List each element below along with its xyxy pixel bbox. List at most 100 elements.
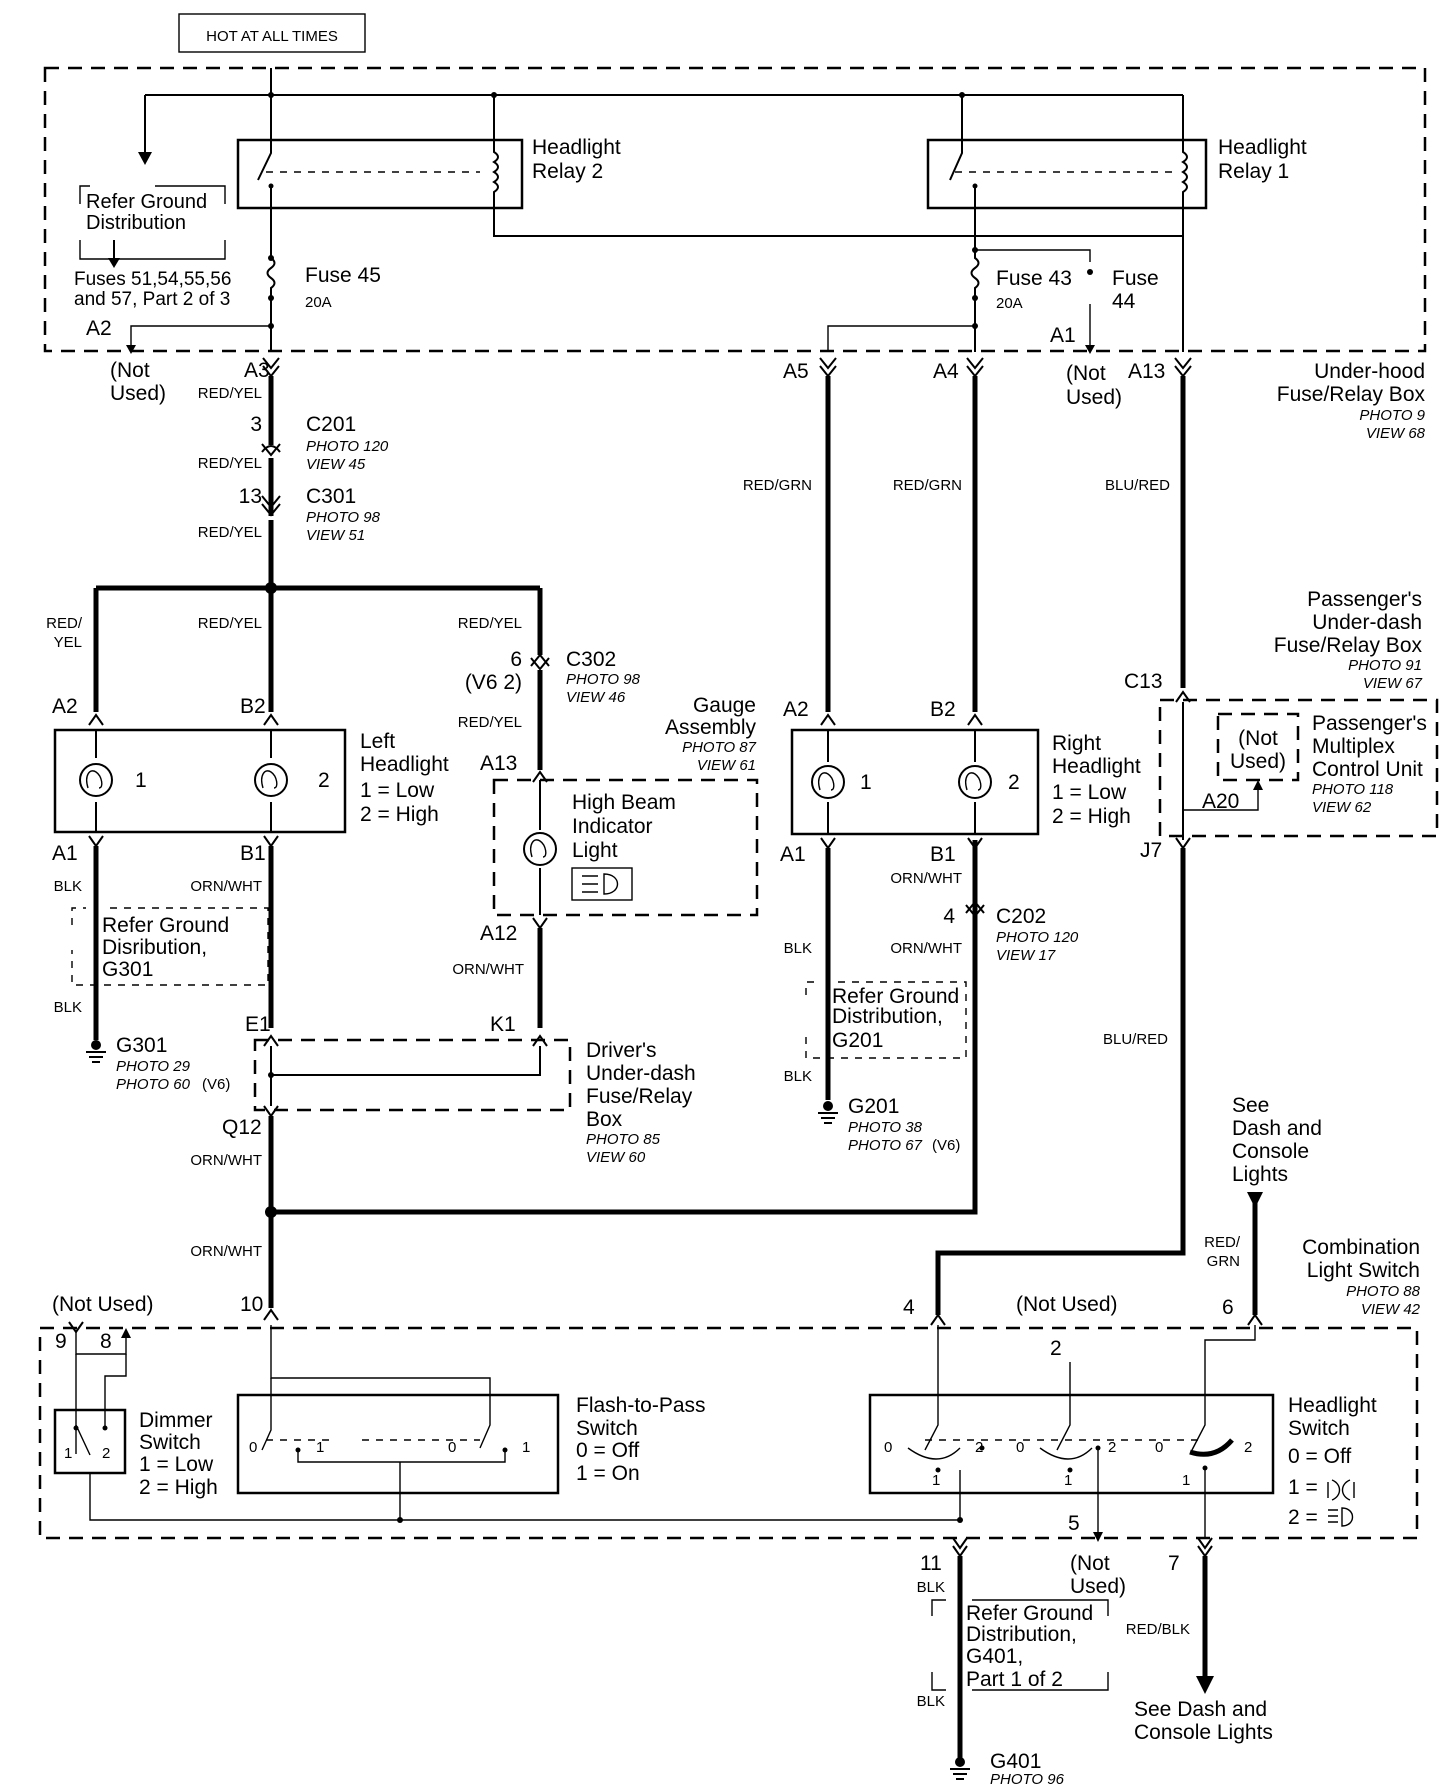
wire-ornwht-6: ORN/WHT <box>890 940 962 957</box>
combo-label-2: Light Switch <box>1307 1259 1420 1282</box>
a13-top-label: A13 <box>1128 360 1165 383</box>
c201-photo: PHOTO 120 <box>306 438 389 455</box>
wire-redblk: RED/BLK <box>1126 1621 1190 1638</box>
c302-pin: 6 <box>510 648 522 671</box>
pin-7: 7 <box>1168 1552 1180 1575</box>
wire-blk-3: BLK <box>784 940 812 957</box>
dim-low: 1 = Low <box>139 1453 214 1476</box>
red-yel-feed: RED/YEL RED/YEL RED/YEL RED/YEL RED/YEL … <box>46 376 543 731</box>
hs-0a: 0 <box>884 1439 892 1456</box>
ftp-off: 0 = Off <box>576 1439 639 1462</box>
relay1-label-2: Relay 1 <box>1218 160 1289 183</box>
g401r-4: Part 1 of 2 <box>966 1668 1063 1691</box>
c301-pin: 13 <box>239 485 262 508</box>
see1-3: Console <box>1232 1140 1309 1163</box>
drv-label-1: Driver's <box>586 1039 657 1062</box>
mcu-nu-2: Used) <box>1230 750 1286 773</box>
notused-a2-1: (Not <box>110 359 150 382</box>
fuse45-amp: 20A <box>305 294 332 311</box>
hot-bus-wiring <box>138 68 1184 165</box>
fuses-label-2: and 57, Part 2 of 3 <box>74 289 230 310</box>
uh-photo: PHOTO 9 <box>1359 407 1425 424</box>
relay2-label-2: Relay 2 <box>532 160 603 183</box>
rh-b2: B2 <box>930 698 956 721</box>
g201-label: G201 <box>848 1095 899 1118</box>
pin-10: 10 <box>240 1293 263 1316</box>
under-hood-connectors <box>262 357 1192 378</box>
mcu-label-1: Passenger's <box>1312 712 1427 735</box>
combination-switch-label: Combination Light Switch PHOTO 88 VIEW 4… <box>1302 1236 1421 1318</box>
c301-label: C301 <box>306 485 356 508</box>
rh-label-1: Right <box>1052 732 1101 755</box>
lh-label-1: Left <box>360 730 395 753</box>
ftp-0b: 0 <box>448 1439 456 1456</box>
rh-b1: B1 <box>930 843 956 866</box>
fuse43-amp: 20A <box>996 295 1023 312</box>
see1-1: See <box>1232 1094 1269 1117</box>
g301-photo2: PHOTO 60 <box>116 1076 191 1093</box>
pin-2: 2 <box>1050 1337 1062 1360</box>
g201r-1: Refer Ground <box>832 985 959 1008</box>
blu-red-bottom-wire: BLU/RED <box>935 848 1186 1315</box>
c302-v6: (V6 2) <box>465 671 522 694</box>
g401r-1: Refer Ground <box>966 1602 1093 1625</box>
g401r-3: G401, <box>966 1645 1023 1668</box>
dim-label-1: Dimmer <box>139 1409 213 1432</box>
a5-label: A5 <box>783 360 809 383</box>
ftp-0a: 0 <box>249 1439 257 1456</box>
combination-switch-outline <box>38 1326 1419 1540</box>
c202-label: C202 <box>996 905 1046 928</box>
a4-label: A4 <box>933 360 959 383</box>
combo-view: VIEW 42 <box>1361 1301 1421 1318</box>
right-headlight: A2 B2 1 2 A1 B1 Right Headlight 1 = Low … <box>780 698 1141 866</box>
c13-label: C13 <box>1124 670 1163 693</box>
g301-label: G301 <box>116 1034 167 1057</box>
a2-top-label: A2 <box>86 317 112 340</box>
combo-photo: PHOTO 88 <box>1346 1283 1421 1300</box>
dim-high: 2 = High <box>139 1476 218 1499</box>
dimmer-switch: 1 2 Dimmer Switch 1 = Low 2 = High <box>53 1354 960 1521</box>
red-blk-output: RED/BLK See Dash and Console Lights <box>1126 1556 1273 1744</box>
right-low-bulb-icon <box>811 765 845 799</box>
g201r-2: Distribution, <box>832 1005 943 1028</box>
hs-label-1: Headlight <box>1288 1394 1377 1417</box>
fuse43-label: Fuse 43 <box>996 267 1072 290</box>
relay2-label-1: Headlight <box>532 136 621 159</box>
passenger-under-dash-label: Passenger's Under-dash Fuse/Relay Box PH… <box>1274 588 1423 692</box>
c201-pin: 3 <box>250 413 262 436</box>
wire-blured-1: BLU/RED <box>1105 477 1170 494</box>
wire-redyel-6: RED/YEL <box>458 714 522 731</box>
lh-a1: A1 <box>52 842 78 865</box>
rh-a1: A1 <box>780 843 806 866</box>
relay1-label-1: Headlight <box>1218 136 1307 159</box>
see1-4: Lights <box>1232 1163 1288 1186</box>
c302-view: VIEW 46 <box>566 689 626 706</box>
hs-0b: 0 <box>1016 1439 1024 1456</box>
wire-redgrn-1: RED/GRN <box>743 477 812 494</box>
lh-b1: B1 <box>240 842 266 865</box>
notused-5-1: (Not <box>1070 1552 1110 1575</box>
pin-8: 8 <box>100 1330 112 1353</box>
g401r-2: Distribution, <box>966 1623 1077 1646</box>
wire-ornwht-5: ORN/WHT <box>890 870 962 887</box>
uh-view: VIEW 68 <box>1366 425 1426 442</box>
g301-ground: BLK BLK Refer Ground Disribution, G301 G… <box>54 846 269 1093</box>
parking-lights-icon <box>1327 1479 1355 1501</box>
uh-label-2: Fuse/Relay Box <box>1277 383 1426 406</box>
wire-blk-5: BLK <box>917 1579 945 1596</box>
mcu-view: VIEW 62 <box>1312 799 1372 816</box>
notused-98: (Not Used) <box>52 1293 154 1316</box>
rh-high: 2 = High <box>1052 805 1131 828</box>
hot-label: HOT AT ALL TIMES <box>206 28 338 45</box>
g301r-3: G301 <box>102 958 153 981</box>
a13-g: A13 <box>480 752 517 775</box>
lh-b2: B2 <box>240 695 266 718</box>
wire-redyel-3: RED/YEL <box>198 524 262 541</box>
indicator-bulb-icon <box>523 832 557 866</box>
headlight-switch: 0 2 1 0 2 1 0 2 1 Headlight Switch 0 = O… <box>868 1325 1377 1538</box>
hs-label-2: Switch <box>1288 1417 1350 1440</box>
rgd-label-2: Distribution <box>86 212 186 234</box>
notused-5-2: Used) <box>1070 1575 1126 1598</box>
wire-ornwht-2: ORN/WHT <box>452 961 524 978</box>
